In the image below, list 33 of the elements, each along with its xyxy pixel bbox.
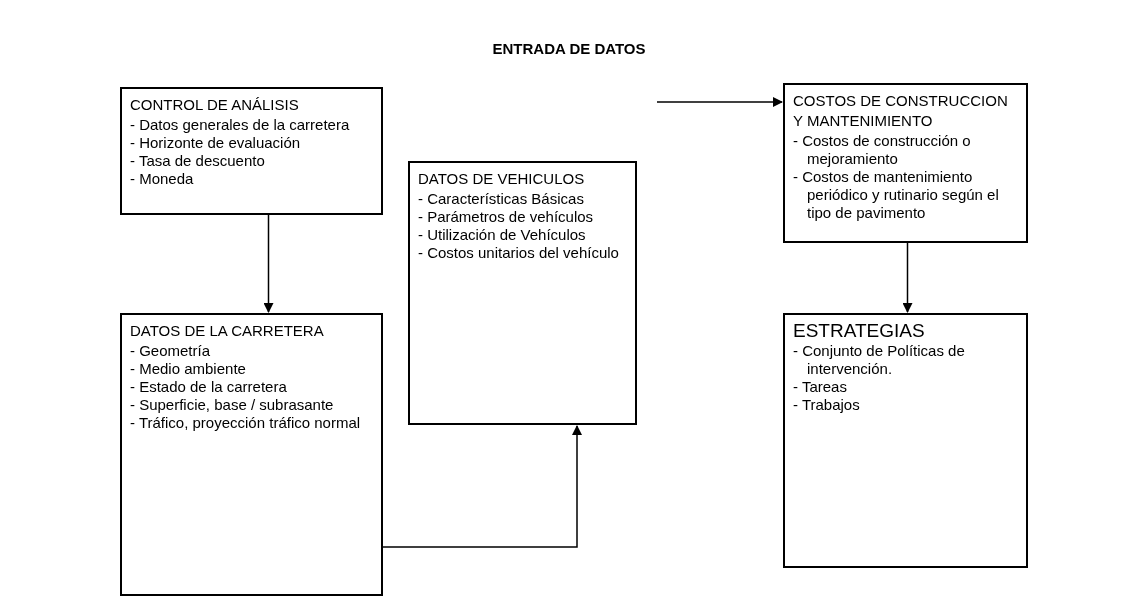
box-heading: COSTOS DE CONSTRUCCION Y MANTENIMIENTO [793, 91, 1009, 131]
list-item: - Características Básicas [418, 190, 585, 208]
arrow [382, 425, 582, 548]
list-item: - Horizonte de evaluación [130, 134, 302, 152]
box-heading: DATOS DE VEHICULOS [418, 169, 586, 189]
arrow [656, 97, 783, 107]
list-item: - Utilización de Vehículos [418, 226, 587, 244]
arrow [263, 214, 274, 313]
list-item: - Trabajos [793, 396, 861, 414]
list-item: - Costos unitarios del vehículo [418, 244, 620, 262]
box-heading: CONTROL DE ANÁLISIS [130, 95, 300, 115]
list-item: - Medio ambiente [130, 360, 247, 378]
list-item: - Tasa de descuento [130, 152, 266, 170]
process-box [408, 161, 637, 425]
list-item: - Moneda [130, 170, 195, 188]
box-heading: DATOS DE LA CARRETERA [130, 321, 325, 341]
list-item: - Costos de construcción o mejoramiento [793, 132, 972, 168]
arrow [902, 242, 913, 313]
process-box [120, 313, 383, 596]
list-item: - Geometría [130, 342, 212, 360]
list-item: - Costos de mantenimiento periódico y rutinario según el tipo de pavimento [793, 168, 1000, 222]
list-item: - Tareas [793, 378, 848, 396]
list-item: - Parámetros de vehículos [418, 208, 595, 226]
process-box [783, 83, 1028, 243]
list-item: - Superficie, base / subrasante [130, 396, 335, 414]
list-item: - Datos generales de la carretera [130, 116, 351, 134]
process-box [120, 87, 383, 215]
list-item: - Tráfico, proyección tráfico normal [130, 414, 362, 432]
list-item: - Conjunto de Políticas de intervención. [793, 342, 966, 378]
process-box [783, 313, 1028, 568]
diagram-title: ENTRADA DE DATOS [491, 39, 647, 59]
box-heading: ESTRATEGIAS [793, 321, 926, 341]
list-item: - Estado de la carretera [130, 378, 288, 396]
